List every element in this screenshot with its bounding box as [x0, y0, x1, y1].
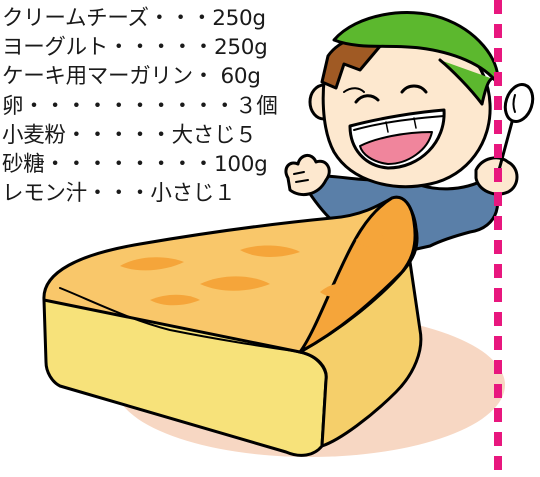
ingredient-sugar: 砂糖・・・・・・・・100g — [2, 152, 268, 178]
boy-eye-right — [400, 84, 428, 94]
ingredient-lemon-juice: レモン汁・・・小さじ１ — [2, 181, 236, 207]
ingredient-cream-cheese: クリームチーズ・・・250g — [2, 6, 266, 31]
cheesecake-illustration — [42, 195, 423, 457]
cake-crust-highlights — [120, 230, 384, 306]
ingredient-flour: 小麦粉・・・・・大さじ５ — [2, 122, 257, 148]
ingredient-margarine: ケーキ用マーガリン・ 60g — [2, 64, 261, 90]
ingredient-egg: 卵・・・・・・・・・・３個 — [2, 93, 278, 119]
boy-eye-left — [354, 94, 380, 104]
ingredient-yogurt: ヨーグルト・・・・・250g — [2, 35, 268, 61]
boy-left-hand — [284, 154, 331, 197]
cake-crust — [298, 195, 417, 354]
spoon-icon — [497, 82, 535, 172]
dashed-divider-line — [494, 0, 502, 477]
ingredient-list: クリームチーズ・・・250g ヨーグルト・・・・・250g ケーキ用マーガリン・… — [2, 4, 278, 208]
